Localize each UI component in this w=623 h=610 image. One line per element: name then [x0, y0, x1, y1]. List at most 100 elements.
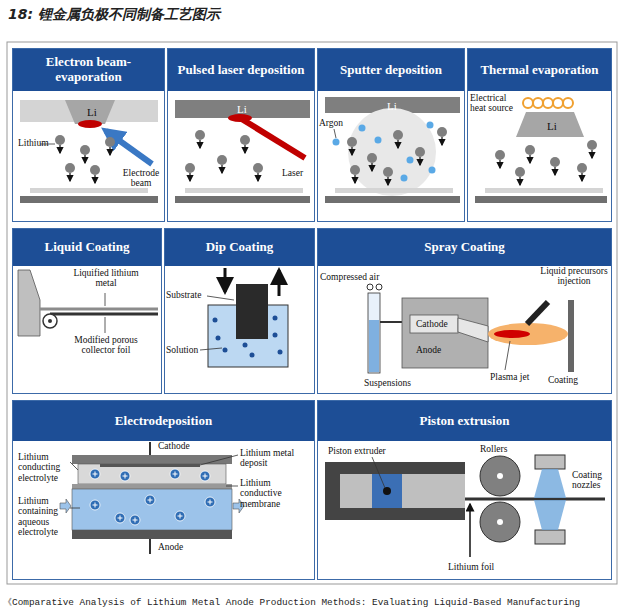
illustration-part: [568, 300, 574, 372]
illustration-part: [250, 353, 255, 358]
illustration-part: [200, 471, 210, 481]
illustration-part: [334, 129, 336, 138]
illustration-part: [350, 165, 360, 175]
illustration-part: [469, 504, 471, 557]
part-label: Coating: [548, 375, 578, 385]
lithium-target: Li: [231, 101, 253, 117]
illustration-part: [213, 316, 283, 358]
process-panel: Liquid Coating: [12, 228, 162, 394]
illustration-part: [130, 515, 140, 525]
illustration-part: [529, 155, 530, 163]
illustration-part: [410, 315, 458, 333]
illustration-part: [383, 167, 393, 177]
illustration-part: [587, 140, 597, 150]
process-panel: Pulsed laser depositionLi: [167, 48, 315, 222]
illustration-part: [488, 323, 568, 345]
illustration-part: [213, 318, 218, 323]
illustration-part: [351, 147, 352, 155]
illustration-part: [90, 469, 215, 525]
part-label: Lithium conducting electrolyte: [18, 452, 70, 483]
target-label: Li: [387, 100, 397, 112]
illustration-part: [534, 500, 566, 530]
illustration-part: [415, 147, 425, 157]
panel-header: Sputter deposition: [318, 49, 464, 91]
illustration-part: [145, 495, 155, 505]
illustration-part: [499, 160, 500, 168]
illustration-part: [535, 530, 565, 544]
process-panel: Spray Coating: [317, 228, 612, 394]
part-label: Argon: [319, 118, 343, 128]
illustration-part: [109, 147, 110, 155]
illustration-part: [173, 472, 178, 477]
illustration-part: [372, 474, 402, 508]
illustration-part: [577, 163, 587, 173]
illustration-part: [205, 497, 215, 507]
part-label: Liquid precursors injection: [538, 266, 610, 287]
illustration-part: [427, 122, 434, 129]
illustration-part: [105, 317, 106, 333]
target-label: Li: [87, 106, 97, 118]
part-label: Laser: [282, 168, 303, 178]
illustration-part: [200, 455, 238, 465]
panel-header: Spray Coating: [318, 229, 611, 266]
illustration-part: [543, 98, 553, 108]
illustration-part: [347, 137, 357, 147]
illustration-part: [244, 145, 245, 153]
part-label: Modified porous collector foil: [70, 335, 142, 356]
illustration-part: [30, 188, 148, 193]
illustration-part: [257, 173, 258, 181]
illustration-part: [185, 163, 195, 173]
illustration-part: [278, 350, 283, 355]
panel-header: Liquid Coating: [13, 229, 161, 266]
illustration-part: [118, 516, 123, 521]
part-label: Lithium: [18, 138, 49, 148]
illustration-part: [554, 167, 555, 175]
illustration-part: [50, 313, 158, 316]
illustration-part: [224, 268, 227, 292]
illustration-part: [535, 455, 565, 469]
illustration-part: [376, 284, 382, 290]
illustration-part: [178, 514, 183, 519]
part-label: Lithium containing aqueous electrolyte: [18, 496, 70, 538]
part-label: Anode: [158, 542, 183, 552]
illustration-part: [217, 155, 227, 165]
part-label: Electrode beam: [118, 168, 164, 189]
part-label: Cathode: [158, 441, 190, 451]
illustration-part: [236, 284, 268, 339]
part-label: Lithium foil: [448, 562, 494, 572]
illustration-part: [335, 188, 453, 193]
illustration-part: [93, 472, 98, 477]
part-label: Coating nozzles: [572, 470, 610, 491]
illustration-part: [149, 539, 151, 554]
lithium-target: Li: [381, 98, 403, 114]
part-label: Lithium conductive membrane: [240, 478, 312, 509]
illustration-part: [221, 165, 222, 173]
illustration-part: [325, 462, 465, 520]
illustration-part: [115, 513, 125, 523]
illustration-part: [7, 42, 617, 584]
illustration-part: [550, 157, 560, 167]
illustration-part: [475, 196, 607, 203]
illustration-part: [93, 503, 98, 508]
illustration-part: [273, 333, 278, 338]
illustration-part: [525, 145, 535, 155]
illustration-part: [383, 487, 391, 495]
illustration-part: [43, 314, 57, 328]
illustration-part: [325, 97, 460, 113]
illustration-part: [591, 150, 592, 158]
illustration-part: [216, 336, 221, 341]
illustration-part: [199, 140, 200, 148]
illustration-part: [207, 296, 234, 300]
illustration-part: [401, 175, 408, 182]
panel-header: Piston extrusion: [318, 401, 611, 441]
panel-header: Thermal evaporation: [468, 49, 611, 91]
illustration-part: [78, 464, 226, 484]
illustration-part: [497, 473, 503, 479]
illustration-part: [175, 196, 310, 203]
illustration-part: [149, 442, 151, 455]
illustration-part: [20, 196, 158, 203]
illustration-part: [200, 348, 222, 350]
part-label: Cathode: [416, 319, 448, 329]
illustration-part: [80, 145, 90, 155]
